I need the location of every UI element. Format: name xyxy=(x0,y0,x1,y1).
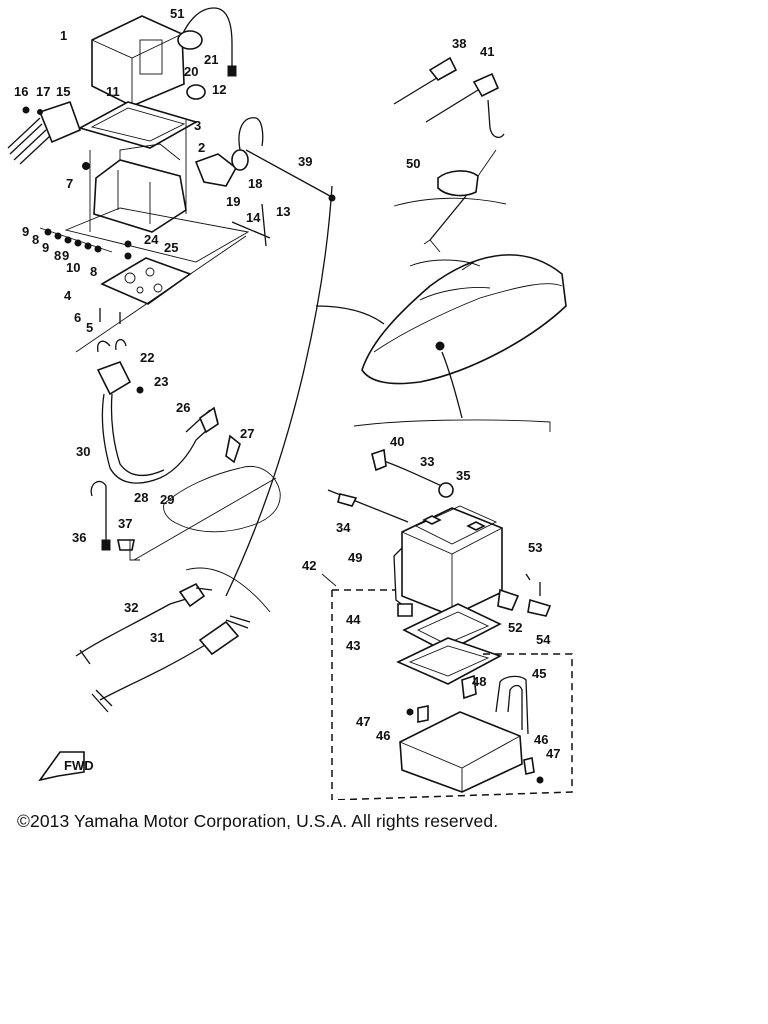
callout: 8 xyxy=(90,264,97,279)
callout: 46 xyxy=(376,728,390,743)
callout: 47 xyxy=(546,746,560,761)
parts-diagram: FWD xyxy=(7,6,573,800)
callout: 3 xyxy=(194,118,201,133)
callout: 7 xyxy=(66,176,73,191)
callout: 37 xyxy=(118,516,132,531)
callout: 2 xyxy=(198,140,205,155)
fwd-arrow: FWD xyxy=(38,751,94,782)
callout: 44 xyxy=(346,612,361,627)
callout: 39 xyxy=(298,154,312,169)
callout: 36 xyxy=(72,530,86,545)
callout: 32 xyxy=(124,600,138,615)
callout: 33 xyxy=(420,454,434,469)
callout: 34 xyxy=(336,520,351,535)
callout: 27 xyxy=(240,426,254,441)
callout: 10 xyxy=(66,260,80,275)
switch-assembly xyxy=(393,56,507,207)
callout: 22 xyxy=(140,350,154,365)
washer-row xyxy=(39,227,113,253)
callout: 9 xyxy=(42,240,49,255)
callout: 12 xyxy=(212,82,226,97)
callout: 31 xyxy=(150,630,164,645)
callout: 14 xyxy=(246,210,261,225)
callout: 6 xyxy=(74,310,81,325)
callout: 17 xyxy=(36,84,50,99)
callout: 24 xyxy=(144,232,159,247)
callout: 43 xyxy=(346,638,360,653)
battery-tray xyxy=(399,711,523,793)
callout: 35 xyxy=(456,468,470,483)
callout: 52 xyxy=(508,620,522,635)
callout: 11 xyxy=(106,84,120,99)
callout: 20 xyxy=(184,64,198,79)
callout: 41 xyxy=(480,44,494,59)
copyright-notice: ©2013 Yamaha Motor Corporation, U.S.A. A… xyxy=(17,811,499,831)
callout: 16 xyxy=(14,84,28,99)
callout: 19 xyxy=(226,194,240,209)
fwd-label: FWD xyxy=(64,758,94,773)
callout: 53 xyxy=(528,540,542,555)
callout: 45 xyxy=(532,666,546,681)
callout: 47 xyxy=(356,714,370,729)
gasket xyxy=(77,101,199,149)
callout: 8 xyxy=(32,232,39,247)
callout: 23 xyxy=(154,374,168,389)
callout: 50 xyxy=(406,156,420,171)
watercraft-hull xyxy=(361,195,567,419)
callout: 29 xyxy=(160,492,174,507)
callout: 26 xyxy=(176,400,190,415)
callout: 42 xyxy=(302,558,316,573)
callout: 28 xyxy=(134,490,148,505)
mounting-plate xyxy=(100,257,192,305)
callout: 4 xyxy=(64,288,72,303)
callout: 21 xyxy=(204,52,218,67)
callout: 30 xyxy=(76,444,90,459)
callout: 54 xyxy=(536,632,551,647)
electrical-box-cover xyxy=(91,15,185,107)
callout: 9 xyxy=(62,248,69,263)
callout: 5 xyxy=(86,320,93,335)
callout: 8 xyxy=(54,248,61,263)
callout: 48 xyxy=(472,674,486,689)
callout: 15 xyxy=(56,84,70,99)
callout: 18 xyxy=(248,176,262,191)
callout: 49 xyxy=(348,550,362,565)
callout: 9 xyxy=(22,224,29,239)
callout: 40 xyxy=(390,434,404,449)
callout: 46 xyxy=(534,732,548,747)
base-bracket xyxy=(93,159,187,233)
wiring-harness-group xyxy=(75,339,281,713)
callout-labels: 1 51 20 21 12 3 16 17 15 11 2 7 19 18 39… xyxy=(14,6,560,761)
callout: 51 xyxy=(170,6,184,21)
callout: 1 xyxy=(60,28,67,43)
callout: 25 xyxy=(164,240,178,255)
battery-kit-frame xyxy=(331,589,573,800)
callout: 38 xyxy=(452,36,466,51)
battery-group xyxy=(321,419,573,800)
electrical-box-group xyxy=(7,7,336,353)
callout: 13 xyxy=(276,204,290,219)
